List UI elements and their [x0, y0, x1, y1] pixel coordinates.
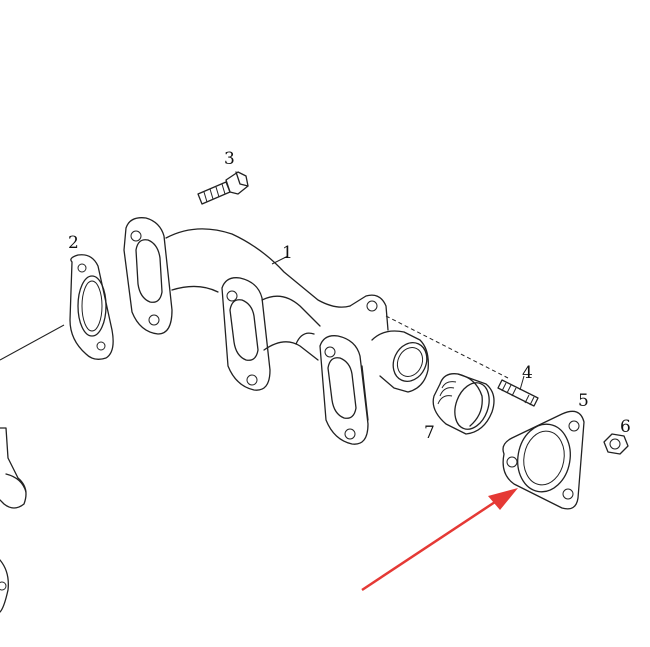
gasket-triangle: [502, 410, 585, 510]
callout-3: 3: [224, 149, 235, 169]
callout-7: 7: [424, 423, 435, 443]
callout-1: 1: [282, 243, 293, 263]
callout-2: 2: [68, 233, 79, 253]
bolt: [197, 171, 249, 205]
red-arrow: [361, 488, 518, 592]
exhaust-manifold: [123, 217, 429, 445]
callout-5: 5: [578, 391, 589, 411]
callout-6: 6: [620, 417, 631, 437]
leader-line-manifold: [271, 255, 289, 265]
callout-4: 4: [522, 363, 533, 383]
nut: [603, 433, 629, 455]
gasket-left: [69, 254, 114, 360]
alignment-line: [385, 315, 509, 379]
plug: [432, 373, 495, 435]
stud: [497, 375, 539, 407]
left-assembly-fragment: [0, 427, 27, 613]
leader-line-left: [0, 324, 65, 361]
